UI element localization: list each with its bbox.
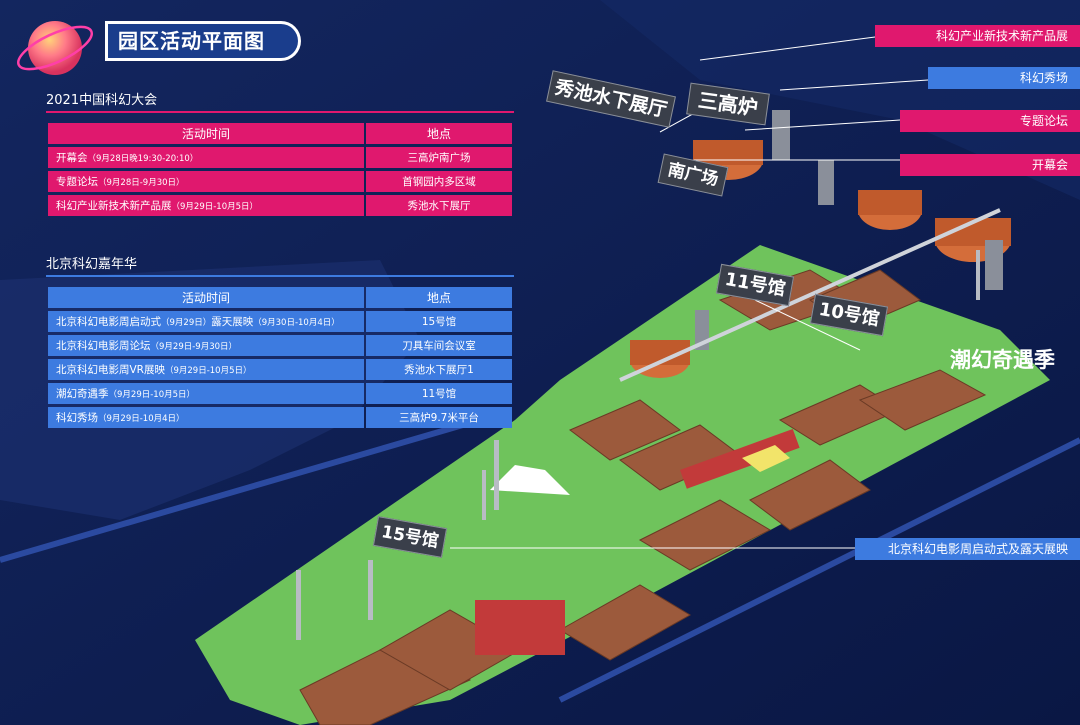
table-row: 开幕会（9月28日晚19:30-20:10） 三高炉南广场: [48, 147, 512, 168]
col-time-header: 活动时间: [48, 123, 364, 144]
event-time-2: （9月30日-10月4日）: [253, 318, 340, 328]
page-title: 园区活动平面图: [108, 24, 298, 58]
table-row: 北京科幻电影周启动式（9月29日）露天展映（9月30日-10月4日） 15号馆: [48, 311, 512, 332]
event-name: 开幕会: [56, 152, 88, 164]
col-time-header: 活动时间: [48, 287, 364, 308]
col-place-header: 地点: [366, 123, 512, 144]
event-name: 科幻产业新技术新产品展: [56, 200, 172, 212]
event-time: （9月28日-9月30日）: [98, 178, 185, 188]
table-header-row: 活动时间 地点: [48, 123, 512, 144]
event-place: 15号馆: [366, 311, 512, 332]
table-row: 科幻产业新技术新产品展（9月29日-10月5日） 秀池水下展厅: [48, 195, 512, 216]
event-name: 北京科幻电影周VR展映: [56, 364, 165, 376]
event-name: 北京科幻电影周论坛: [56, 340, 151, 352]
event-time: （9月29日-10月5日）: [164, 366, 252, 376]
event-place: 刀具车间会议室: [366, 335, 512, 356]
event-time: （9月28日晚19:30-20:10）: [87, 154, 199, 164]
event-place: 三高炉9.7米平台: [366, 407, 512, 428]
table-row: 北京科幻电影周VR展映（9月29日-10月5日） 秀池水下展厅1: [48, 359, 512, 380]
section-title-conference: 2021中国科幻大会: [46, 93, 158, 108]
table-row: 潮幻奇遇季（9月29日-10月5日） 11号馆: [48, 383, 512, 404]
event-time: （9月29日-9月30日）: [150, 342, 238, 352]
event-place: 秀池水下展厅: [366, 195, 512, 216]
col-place-header: 地点: [366, 287, 512, 308]
section-title-carnival: 北京科幻嘉年华: [46, 257, 138, 272]
event-name: 专题论坛: [56, 176, 98, 188]
table-row: 科幻秀场（9月29日-10月4日） 三高炉9.7米平台: [48, 407, 512, 428]
label-chaohuan: 潮幻奇遇季: [950, 348, 1055, 372]
section-divider: [46, 111, 514, 113]
table-row: 北京科幻电影周论坛（9月29日-9月30日） 刀具车间会议室: [48, 335, 512, 356]
tag-scifi-show: 科幻秀场: [928, 67, 1080, 89]
carnival-table: 活动时间 地点 北京科幻电影周启动式（9月29日）露天展映（9月30日-10月4…: [46, 284, 514, 431]
conference-table: 活动时间 地点 开幕会（9月28日晚19:30-20:10） 三高炉南广场 专题…: [46, 120, 514, 219]
tag-forum: 专题论坛: [900, 110, 1080, 132]
event-place: 首钢园内多区域: [366, 171, 512, 192]
event-name: 科幻秀场: [56, 412, 98, 424]
event-place: 秀池水下展厅1: [366, 359, 512, 380]
table-header-row: 活动时间 地点: [48, 287, 512, 308]
event-place: 三高炉南广场: [366, 147, 512, 168]
event-time: （9月29日）: [161, 318, 212, 328]
tag-tech-expo: 科幻产业新技术新产品展: [875, 25, 1080, 47]
event-time: （9月29日-10月5日）: [171, 202, 259, 212]
event-name-2: 露天展映: [211, 316, 254, 328]
event-name: 潮幻奇遇季: [56, 388, 109, 400]
section-divider: [46, 275, 514, 277]
event-time: （9月29日-10月5日）: [108, 390, 196, 400]
event-place: 11号馆: [366, 383, 512, 404]
tag-opening: 开幕会: [900, 154, 1080, 176]
tag-film-week: 北京科幻电影周启动式及露天展映: [855, 538, 1080, 560]
event-time: （9月29日-10月4日）: [98, 414, 185, 424]
event-name: 北京科幻电影周启动式: [56, 316, 161, 328]
table-row: 专题论坛（9月28日-9月30日） 首钢园内多区域: [48, 171, 512, 192]
